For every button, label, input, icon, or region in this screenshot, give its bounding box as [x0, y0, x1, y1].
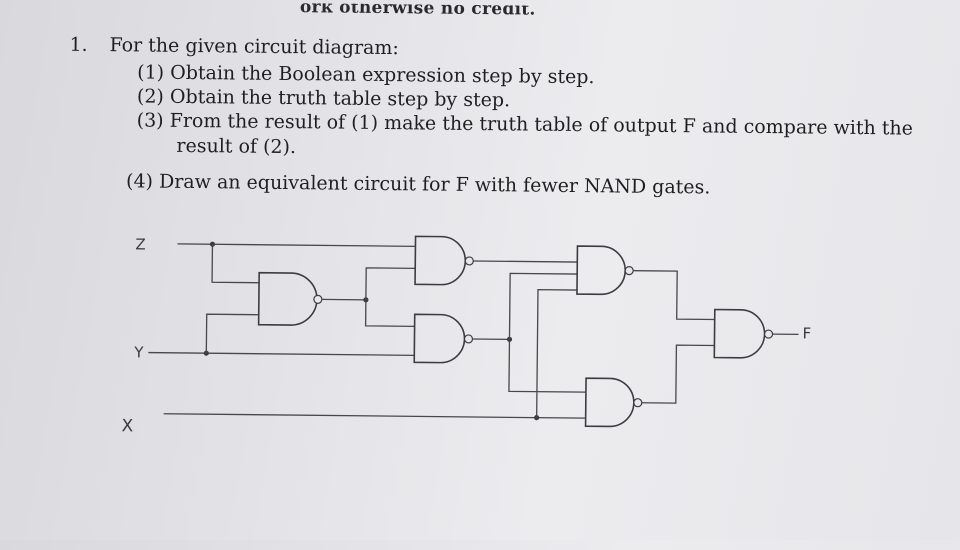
nand-gate-6 — [714, 310, 764, 359]
nand-gate-4-bubble — [625, 267, 633, 275]
wire-g4-out — [633, 271, 715, 320]
nand-gate-1 — [259, 273, 318, 326]
nand-gate-5 — [586, 378, 635, 427]
input-label-x: X — [121, 416, 133, 436]
wire-y-to-g1 — [206, 314, 258, 354]
nand-gate-6-bubble — [765, 330, 773, 338]
nand-gate-2 — [415, 236, 465, 285]
wire-g1-to-g3 — [366, 300, 415, 327]
input-label-z: Z — [135, 235, 145, 253]
wire-g3-to-g5 — [509, 339, 587, 392]
wire-y — [148, 353, 414, 356]
wire-z-to-g1 — [212, 244, 259, 282]
input-label-y: Y — [133, 343, 144, 361]
nand-gate-3 — [414, 314, 464, 363]
wire-g2-out — [473, 261, 577, 262]
nand-gate-1-bubble — [314, 295, 322, 303]
wire-x — [164, 414, 586, 418]
wire-g3-to-g4 — [509, 273, 577, 340]
wire-g5-out — [642, 345, 715, 404]
nand-gate-3-bubble — [464, 335, 472, 343]
wire-g1-to-g2 — [366, 268, 415, 301]
nand-gate-2-bubble — [465, 257, 473, 265]
nand-gate-5-bubble — [634, 399, 642, 407]
wire-x-to-g4 — [537, 290, 577, 418]
nand-gate-4 — [577, 246, 626, 295]
output-label-f: F — [802, 324, 811, 342]
